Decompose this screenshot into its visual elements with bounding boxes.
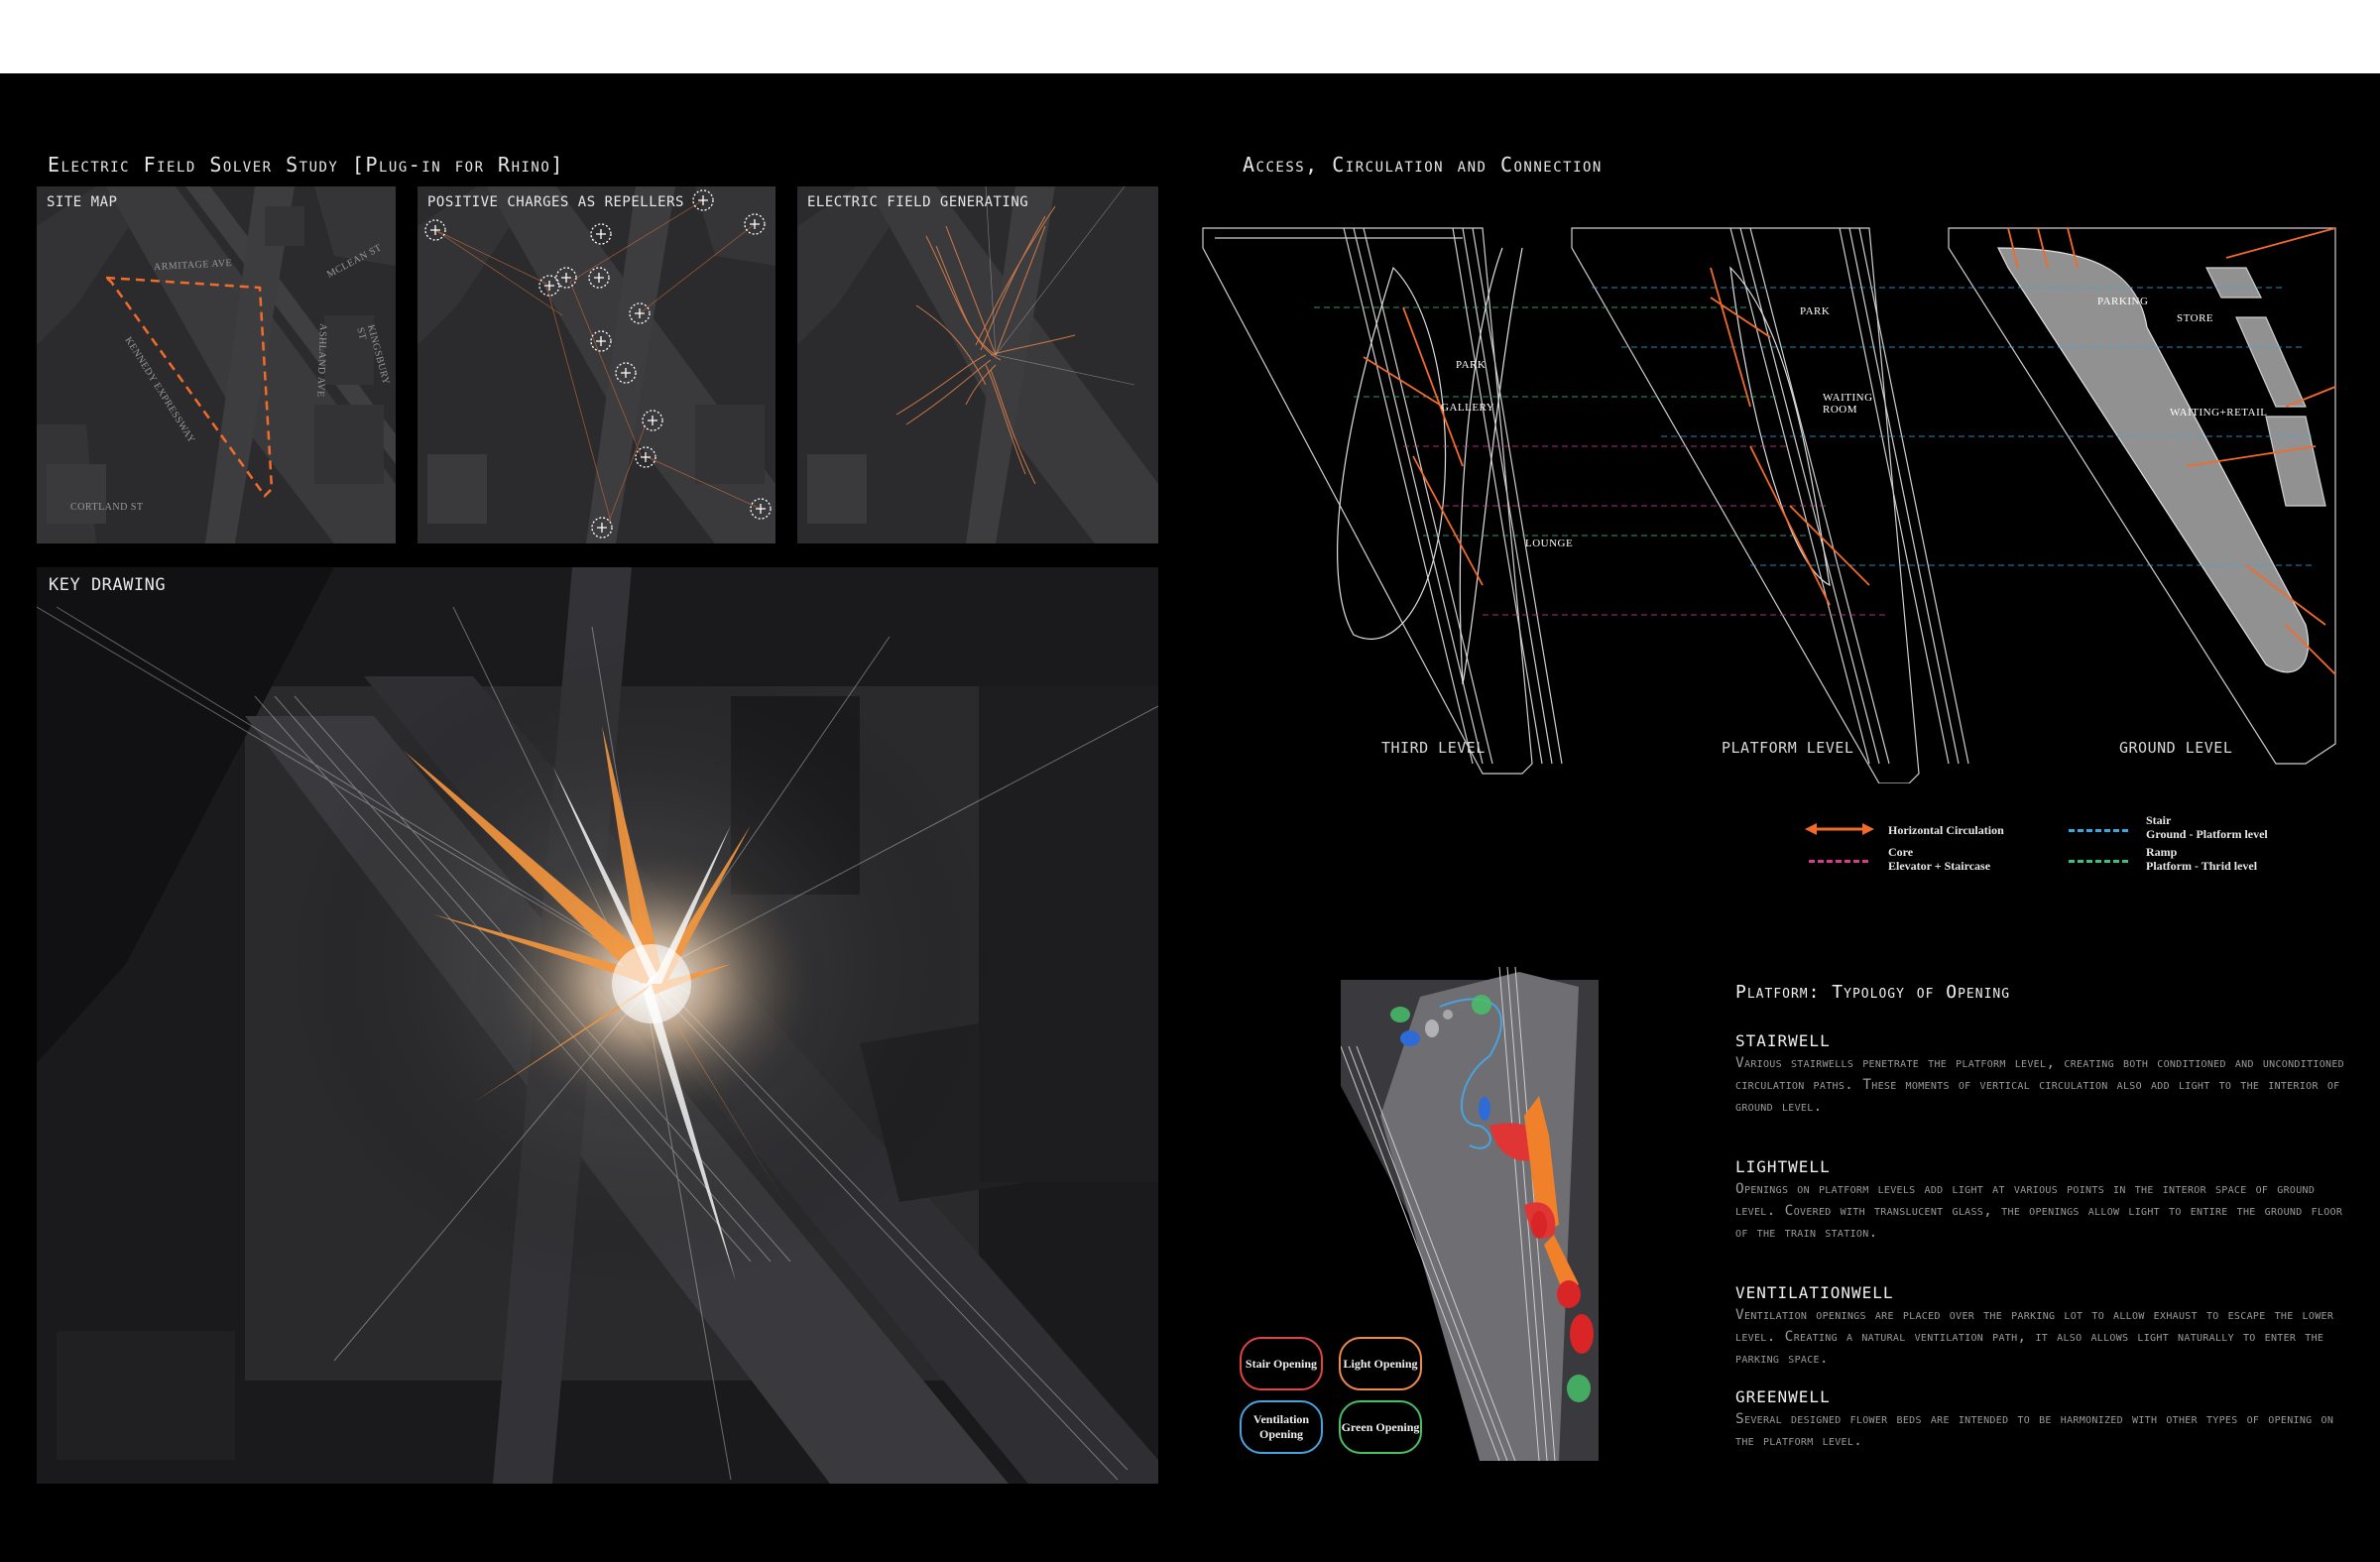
legend-ramp-1: Ramp <box>2146 845 2178 859</box>
right-section-title: Access, Circulation and Connection <box>1243 153 1603 177</box>
lightwell-heading: LIGHTWELL <box>1735 1157 1831 1176</box>
stair-opening-badge: Stair Opening <box>1240 1337 1323 1390</box>
third-level-label: THIRD LEVEL <box>1381 739 1486 757</box>
plan-label-parking: PARKING <box>2097 296 2149 307</box>
platform-openings-drawing <box>1341 967 1599 1461</box>
left-section-title: Electric Field Solver Study [Plug-in for… <box>48 153 564 177</box>
legend-ramp: Ramp Platform - Thrid level <box>2146 845 2257 873</box>
green-opening-badge: Green Opening <box>1339 1400 1422 1454</box>
stair-legend-line <box>2069 829 2128 832</box>
ramp-legend-line <box>2069 860 2128 863</box>
plan-label-gallery: GALLERY <box>1441 402 1495 414</box>
legend-stair: Stair Ground - Platform level <box>2146 813 2268 841</box>
site-map-label: SITE MAP <box>47 194 118 210</box>
plan-label-park2: PARK <box>1800 305 1831 317</box>
ventilationwell-heading: VENTILATIONWELL <box>1735 1283 1894 1302</box>
charge-markers <box>424 189 772 539</box>
charges-label: POSITIVE CHARGES AS REPELLERS <box>427 194 684 210</box>
site-map-drawing <box>37 186 396 543</box>
legend-core-2: Elevator + Staircase <box>1888 859 1991 873</box>
ventilationwell-text: Ventilation openings are placed over the… <box>1735 1307 2334 1367</box>
top-white-band <box>0 0 2380 73</box>
third-level-outline <box>1202 227 1533 775</box>
legend-stair-2: Ground - Platform level <box>2146 827 2268 841</box>
light-opening-badge: Light Opening <box>1339 1337 1422 1390</box>
greenwell-heading: GREENWELL <box>1735 1387 1831 1406</box>
platform-level-outline <box>1571 227 1920 783</box>
horizontal-circulation-arrow-icon <box>1805 823 1874 835</box>
key-drawing-panel: KEY DRAWING <box>37 567 1158 1484</box>
plan-label-park: PARK <box>1456 359 1487 371</box>
key-drawing-graphic <box>37 567 1158 1484</box>
electric-field-drawing <box>797 186 1158 543</box>
legend-ramp-2: Platform - Thrid level <box>2146 859 2258 873</box>
charge-marker <box>424 219 446 241</box>
site-map-panel: SITE MAP ARMITAGE AVE MCLEAN ST KENNEDY … <box>37 186 396 543</box>
legend-horizontal: Horizontal Circulation <box>1888 823 2004 837</box>
platform-level-label: PLATFORM LEVEL <box>1722 739 1854 757</box>
key-drawing-label: KEY DRAWING <box>49 575 167 595</box>
legend-stair-1: Stair <box>2146 813 2172 827</box>
plan-label-store: STORE <box>2177 312 2214 324</box>
core-legend-line <box>1809 860 1868 863</box>
plan-label-waiting-retail: WAITING+RETAIL <box>2170 407 2268 419</box>
plan-label-lounge: LOUNGE <box>1525 538 1574 549</box>
stairwell-text: Various stairwells penetrate the platfor… <box>1735 1055 2344 1115</box>
lightwell-text: Openings on platform levels add light at… <box>1735 1181 2343 1241</box>
typology-title: Platform: Typology of Opening <box>1735 982 2011 1003</box>
circulation-plans <box>1202 227 2336 783</box>
street-cortland: CORTLAND ST <box>70 502 144 513</box>
greenwell-text: Several designed flower beds are intende… <box>1735 1411 2334 1449</box>
plan-label-waiting-room: WAITING ROOM <box>1823 392 1873 416</box>
positive-charges-panel: POSITIVE CHARGES AS REPELLERS <box>417 186 775 543</box>
ground-level-label: GROUND LEVEL <box>2119 739 2233 757</box>
stairwell-heading: STAIRWELL <box>1735 1031 1831 1050</box>
legend-core: Core Elevator + Staircase <box>1888 845 1990 873</box>
legend-core-1: Core <box>1888 845 1914 859</box>
ventilation-opening-badge: Ventilation Opening <box>1240 1400 1323 1454</box>
electric-field-panel: ELECTRIC FIELD GENERATING <box>797 186 1158 543</box>
electric-field-label: ELECTRIC FIELD GENERATING <box>807 194 1029 210</box>
